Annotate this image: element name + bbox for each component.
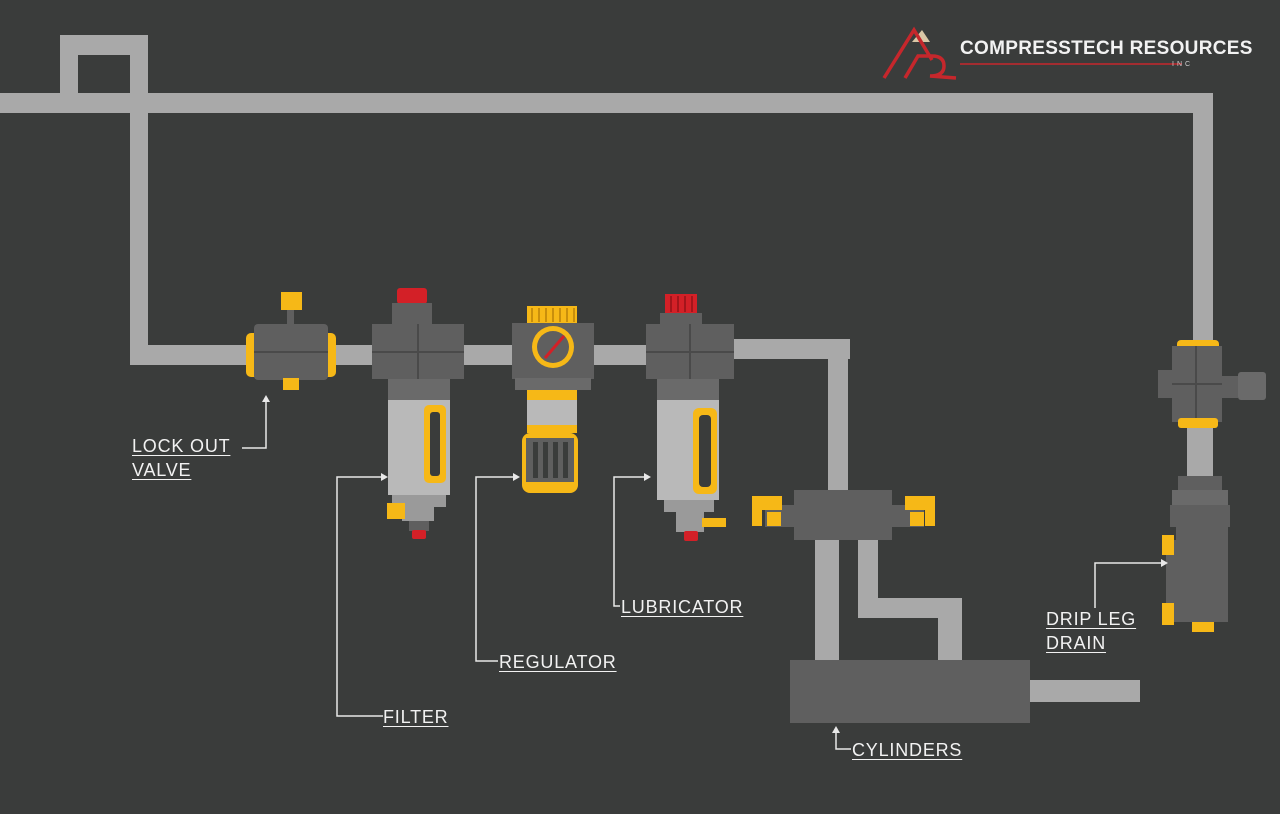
label-lock-out-valve-line2: VALVE bbox=[132, 460, 192, 480]
label-regulator: REGULATOR bbox=[499, 652, 617, 672]
label-cylinders: CYLINDERS bbox=[852, 740, 963, 760]
lubricator-unit bbox=[646, 294, 734, 541]
label-lubricator: LUBRICATOR bbox=[621, 597, 744, 617]
label-drip-leg-line2: DRAIN bbox=[1046, 633, 1107, 653]
callout-arrowheads bbox=[262, 395, 1168, 733]
label-drip-leg-line1: DRIP LEG bbox=[1046, 609, 1137, 629]
brand-name: COMPRESSTECH RESOURCES bbox=[960, 38, 1253, 59]
pipe-network bbox=[0, 35, 1213, 702]
label-lock-out-valve-line1: LOCK OUT bbox=[132, 436, 231, 456]
brand-suffix: INC bbox=[1172, 61, 1194, 68]
filter-unit bbox=[372, 288, 464, 539]
callout-leaders bbox=[242, 400, 1163, 750]
regulator-unit bbox=[512, 306, 594, 493]
lock-out-valve bbox=[246, 292, 336, 390]
drip-leg-drain-unit bbox=[1158, 340, 1266, 632]
brand-logo bbox=[882, 26, 1182, 80]
label-filter: FILTER bbox=[383, 707, 449, 727]
cylinder-body bbox=[790, 660, 1030, 723]
valve-manifold bbox=[752, 490, 935, 540]
